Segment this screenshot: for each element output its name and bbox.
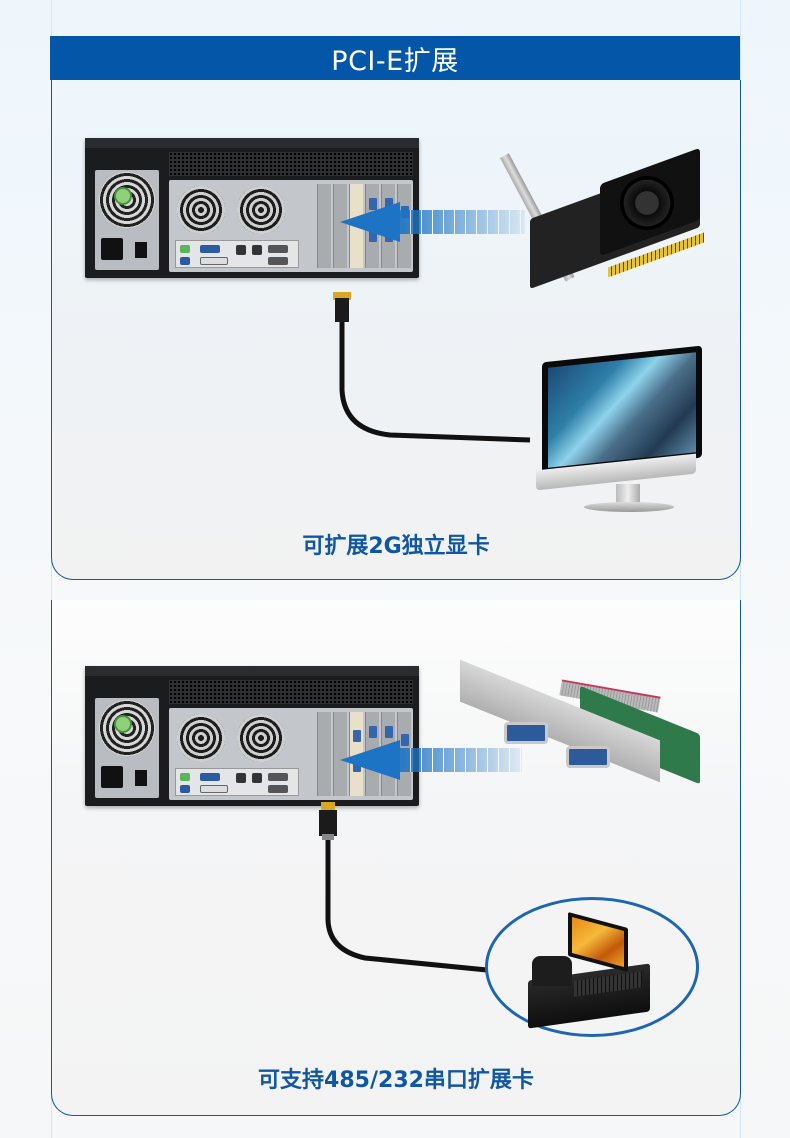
pos-highlight-oval [485, 897, 699, 1037]
power-supply [95, 170, 159, 270]
vent-grille [169, 152, 413, 176]
graphics-card-illustration [490, 147, 720, 298]
section-title: PCI-E扩展 [331, 45, 459, 77]
insert-arrow-icon [340, 740, 525, 780]
hdmi-cable-illustration [319, 802, 488, 973]
serial-caption: 可支持485/232串口扩展卡 [258, 1068, 534, 1093]
case-fan-icon [237, 714, 285, 762]
power-socket-icon [101, 766, 123, 788]
power-socket-icon [101, 238, 123, 260]
serial-card-illustration [460, 659, 710, 800]
chassis-rear-illustration [85, 666, 419, 806]
dvi-cable-illustration [333, 292, 531, 443]
serial-port-icon [566, 746, 610, 768]
case-fan-icon [177, 186, 225, 234]
monitor-illustration [534, 345, 702, 514]
receipt-printer [532, 956, 572, 986]
power-switch-icon [135, 770, 147, 786]
section-title-bar: PCI-E扩展 [50, 36, 740, 80]
case-fan-icon [177, 714, 225, 762]
power-supply [95, 698, 159, 798]
io-shield [175, 768, 299, 796]
power-switch-icon [135, 242, 147, 258]
vent-grille [169, 680, 413, 704]
frame-left-line [51, 0, 52, 1138]
gpu-caption: 可扩展2G独立显卡 [302, 534, 490, 559]
frame-right-line [740, 0, 741, 1138]
io-shield [175, 240, 299, 268]
serial-port-icon [504, 722, 548, 744]
pos-terminal-illustration [528, 910, 658, 1029]
insert-arrow-icon [340, 202, 525, 242]
gpu-fan-icon [620, 176, 674, 230]
case-fan-icon [237, 186, 285, 234]
